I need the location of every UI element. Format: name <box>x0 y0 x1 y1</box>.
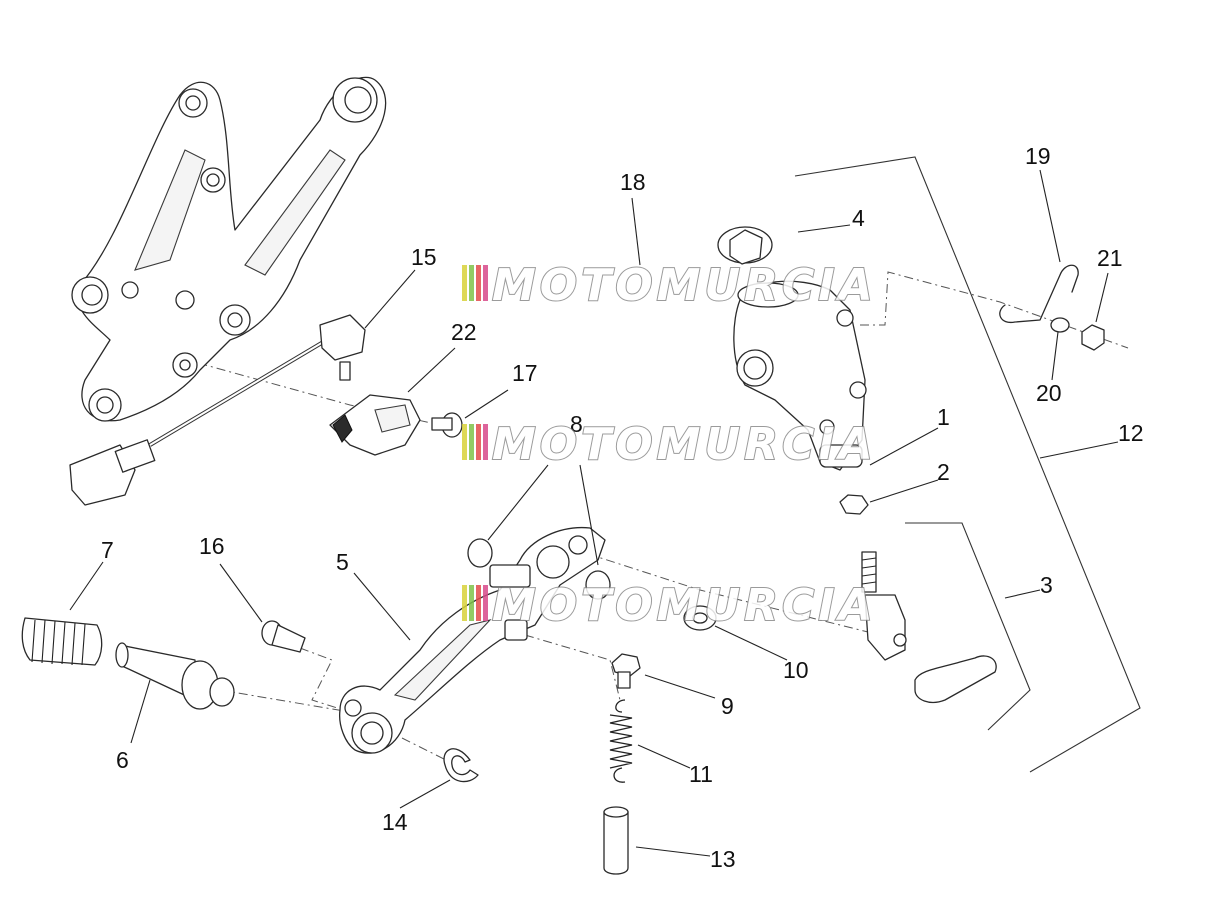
callout-4: 4 <box>852 205 865 231</box>
callout-21: 21 <box>1097 245 1123 271</box>
brake-pedal-5 <box>339 526 606 754</box>
axis-bolt16-line <box>299 647 351 713</box>
watermark-stripe <box>462 265 467 301</box>
watermark-bottom: MOTOMURCIA <box>462 579 877 632</box>
footpeg-pin-6 <box>115 642 235 710</box>
callout-17: 17 <box>512 360 538 386</box>
spring-11 <box>609 699 633 783</box>
watermark-top: MOTOMURCIA <box>462 259 877 312</box>
watermark-text: MOTOMURCIA <box>492 260 877 311</box>
callout-3: 3 <box>1040 572 1053 598</box>
callout-2: 2 <box>937 459 950 485</box>
watermark-stripe <box>469 585 474 621</box>
watermark-middle: MOTOMURCIA <box>462 418 877 471</box>
callout-6: 6 <box>116 747 129 773</box>
callout-12: 12 <box>1118 420 1144 446</box>
brake-light-switch-15 <box>69 314 366 506</box>
watermark-stripe <box>462 585 467 621</box>
watermark-stripe <box>476 265 481 301</box>
axis-pedal-pin-line <box>219 689 451 763</box>
watermark-stripe <box>476 424 481 460</box>
screw-17 <box>431 412 463 438</box>
watermark-stripe <box>469 265 474 301</box>
callout-20: 20 <box>1036 380 1062 406</box>
washer-10 <box>683 605 717 631</box>
callout-7: 7 <box>101 537 114 563</box>
assembly-axis-lines <box>179 271 1129 763</box>
watermark-stripe <box>469 424 474 460</box>
switch-bracket-22 <box>329 394 421 456</box>
bush-13 <box>603 806 629 875</box>
nut-2 <box>839 494 869 515</box>
footpeg-bracket <box>71 76 387 422</box>
callout-11: 11 <box>689 761 713 787</box>
brake-master-cylinder <box>717 226 867 471</box>
callout-19: 19 <box>1025 143 1051 169</box>
clevis-rod-3 <box>861 551 997 704</box>
footpeg-rubber-7 <box>21 617 103 666</box>
callout-18: 18 <box>620 169 646 195</box>
bolt-16 <box>261 620 306 653</box>
axis-master-line <box>860 271 1129 349</box>
callout-16: 16 <box>199 533 225 559</box>
watermark-text: MOTOMURCIA <box>492 419 877 470</box>
watermark-stripe <box>483 424 488 460</box>
callout-10: 10 <box>783 657 809 683</box>
group-bracket-3 <box>905 522 1031 731</box>
callout-8: 8 <box>570 411 583 437</box>
watermark-stripe <box>483 265 488 301</box>
watermark-stripe <box>483 585 488 621</box>
callout-13: 13 <box>710 846 736 872</box>
axis-rod-line <box>569 547 901 641</box>
watermark-stripe <box>476 585 481 621</box>
axis-pivot-line <box>524 634 621 701</box>
callout-22: 22 <box>451 319 477 345</box>
watermark-text: MOTOMURCIA <box>492 580 877 631</box>
group-bracket-12 <box>794 156 1141 773</box>
bolt-9 <box>611 653 641 689</box>
callout-5: 5 <box>336 549 349 575</box>
watermark-stripe <box>462 424 467 460</box>
callout-15: 15 <box>411 244 437 270</box>
axis-sensor-line <box>179 357 441 426</box>
circlip-14 <box>443 748 479 783</box>
clip-washer-nut-19-20-21 <box>999 264 1105 351</box>
callout-labels: 1 2 3 4 5 6 7 8 9 10 11 12 13 14 15 16 1… <box>101 143 1144 872</box>
o-rings-8 <box>467 538 611 600</box>
callout-1: 1 <box>937 404 950 430</box>
callout-9: 9 <box>721 693 734 719</box>
callout-14: 14 <box>382 809 408 835</box>
leader-lines <box>69 169 1119 857</box>
